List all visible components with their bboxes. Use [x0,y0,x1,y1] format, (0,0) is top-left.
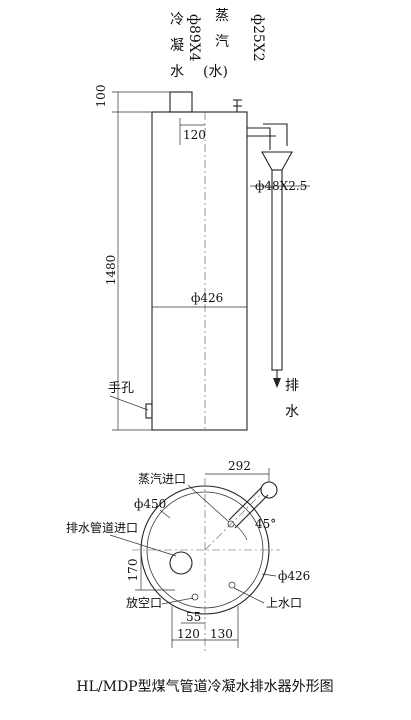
condensate-nozzle [169,91,193,113]
side-view: 冷 凝 水 ф89X4 蒸 汽 (水) ф25X2 120 ф426 100 1… [94,8,310,431]
dim-170: 170 [126,559,140,582]
dim-offset-120: 120 [183,128,206,142]
hand-hole [145,403,153,419]
label-pipe-25: ф25X2 [250,14,266,62]
dim-diameter-426: ф426 [191,291,223,305]
label-steam-char-1: 蒸 [215,8,229,24]
label-pipe-89: ф89X4 [186,14,202,62]
dim-292: 292 [228,459,251,473]
vent-hole [191,593,199,601]
label-vent: 放空口 [126,595,162,610]
label-drain-char-1: 排 [285,378,299,394]
dim-d426: ф426 [278,569,310,583]
upper-water-hole [228,581,236,589]
dim-120: 120 [177,627,200,641]
dim-pipe-48: ф48X2.5 [255,179,307,193]
label-drain-pipe-inlet: 排水管道进口 [66,520,138,535]
label-condensate-char-3: 水 [170,64,184,80]
dim-angle-45: 45° [255,517,276,531]
label-condensate-char-1: 冷 [170,12,184,28]
drain-arrow [273,378,281,388]
dim-55: 55 [186,610,201,624]
dim-d450: ф450 [134,497,166,511]
dim-130: 130 [210,627,233,641]
top-side-pipe [228,486,269,529]
drain-pipe [271,169,283,371]
drain-funnel [261,151,293,171]
dim-body-height: 1480 [104,255,118,286]
label-hand-hole: 手孔 [108,381,134,396]
vessel-body [151,111,248,431]
top-side-pipe-end [260,481,278,499]
side-outlet-pipe [247,127,276,150]
label-steam-inlet: 蒸汽进口 [138,471,186,486]
label-drain-char-2: 水 [285,404,299,420]
top-view: 292 蒸汽进口 ф450 排水管道进口 45° 170 ф426 放空口 上水… [66,459,310,652]
label-upper-water: 上水口 [266,596,302,610]
label-steam-char-2: 汽 [215,34,229,50]
drain-pipe-inlet-circle [169,551,193,575]
label-condensate-char-2: 凝 [170,38,184,54]
drawing-caption: HL/MDP型煤气管道冷凝水排水器外形图 [76,679,333,695]
dim-top-height: 100 [94,85,108,108]
label-steam-water-paren: (水) [203,64,228,80]
